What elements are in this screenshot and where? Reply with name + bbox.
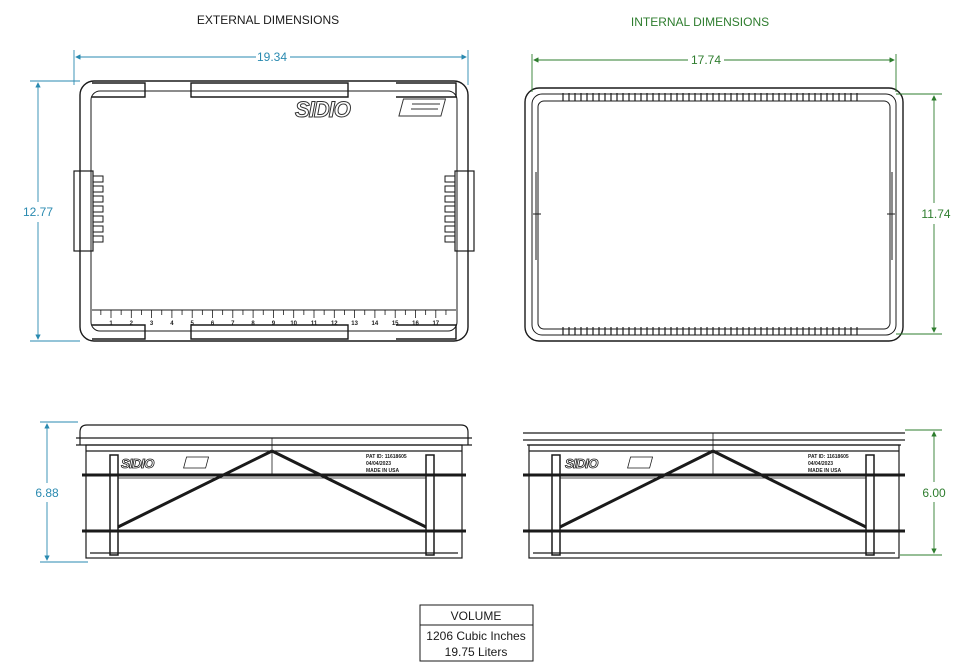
- ruler-label: 15: [392, 321, 399, 327]
- svg-text:PAT ID: 11618605: PAT ID: 11618605: [808, 454, 849, 460]
- ruler-label: 11: [311, 321, 318, 327]
- internal-side-view: [523, 432, 905, 559]
- internal-width-dimension: [531, 54, 897, 92]
- sidio-logo-side-internal: SIDIO: [565, 456, 654, 471]
- internal-height-label: 6.00: [922, 486, 946, 500]
- internal-side-marking: PAT ID: 11618605 04/04/2023 MADE IN USA: [808, 454, 849, 474]
- volume-table: [419, 604, 534, 662]
- volume-header: VOLUME: [451, 609, 502, 623]
- external-width-dimension: [73, 50, 469, 85]
- ruler-label: 8: [251, 321, 255, 327]
- ruler-label: 13: [351, 321, 358, 327]
- external-title: EXTERNAL DIMENSIONS: [197, 13, 339, 27]
- external-side-marking: PAT ID: 11618605 04/04/2023 MADE IN USA: [366, 454, 407, 474]
- external-side-view: [76, 424, 472, 559]
- svg-text:SIDIO: SIDIO: [565, 456, 598, 471]
- external-height-label: 6.88: [35, 486, 59, 500]
- internal-top-ribs: [562, 93, 858, 101]
- ruler-label: 10: [290, 321, 297, 327]
- sidio-logo-top: SIDIO: [295, 97, 447, 123]
- external-width-label: 19.34: [257, 50, 287, 64]
- ruler-label: 1: [109, 321, 113, 327]
- external-left-handle-ribs: [93, 175, 455, 243]
- ruler-label: 6: [211, 321, 215, 327]
- internal-top-view: [524, 87, 904, 342]
- ruler-label: 9: [272, 321, 276, 327]
- internal-height-dimension: [900, 429, 942, 556]
- internal-depth-dimension: [896, 93, 942, 335]
- svg-text:SIDIO: SIDIO: [121, 456, 154, 471]
- internal-width-label: 17.74: [691, 53, 721, 67]
- svg-text:PAT ID: 11618605: PAT ID: 11618605: [366, 454, 407, 460]
- sidio-logo-side-external: SIDIO: [121, 456, 210, 471]
- svg-text:04/04/2023: 04/04/2023: [808, 461, 833, 467]
- external-depth-label: 12.77: [23, 205, 53, 219]
- svg-text:MADE IN USA: MADE IN USA: [366, 468, 399, 474]
- volume-liters: 19.75 Liters: [445, 645, 508, 659]
- ruler-label: 4: [170, 321, 174, 327]
- ruler-label: 14: [372, 321, 379, 327]
- ruler-label: 7: [231, 321, 235, 327]
- external-top-view: [73, 80, 475, 342]
- ruler-label: 2: [130, 321, 134, 327]
- ruler-label: 5: [191, 321, 195, 327]
- external-depth-dimension: [30, 80, 80, 342]
- ruler-label: 16: [412, 321, 419, 327]
- svg-text:SIDIO: SIDIO: [295, 97, 351, 122]
- svg-text:MADE IN USA: MADE IN USA: [808, 468, 841, 474]
- internal-bottom-ribs: [562, 327, 858, 335]
- svg-text:04/04/2023: 04/04/2023: [366, 461, 391, 467]
- internal-depth-label: 11.74: [921, 207, 950, 221]
- external-height-dimension: [40, 421, 88, 563]
- ruler-label: 12: [331, 321, 338, 327]
- ruler-label: 17: [432, 321, 439, 327]
- ruler-label: 3: [150, 321, 154, 327]
- volume-cubic-inches: 1206 Cubic Inches: [426, 629, 525, 643]
- internal-title: INTERNAL DIMENSIONS: [631, 15, 769, 29]
